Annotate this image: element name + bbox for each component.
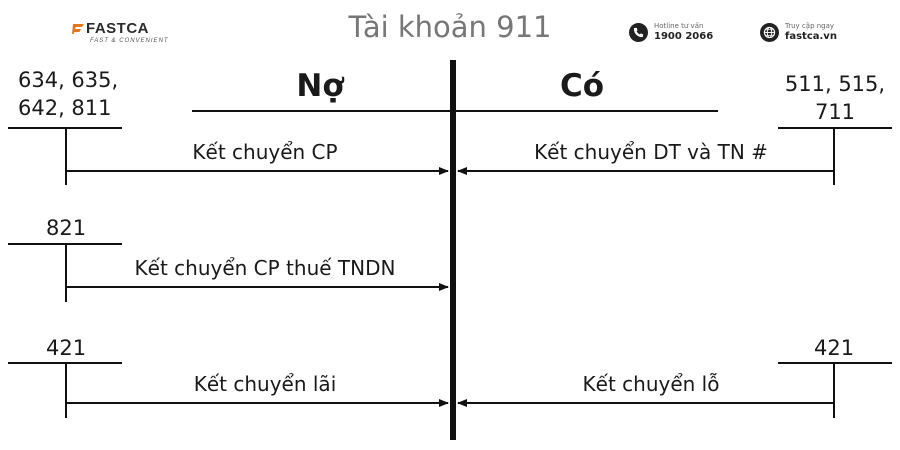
globe-icon [760, 23, 779, 42]
logo-tagline: FAST & CONVENIENT [90, 38, 169, 44]
left-account-1-line1: 634, 635, [18, 68, 119, 92]
cost-transfer-label: Kết chuyển CP [192, 140, 338, 164]
right-account-1-line2: 711 [814, 100, 856, 124]
left-account-3-label: 421 [46, 336, 87, 360]
hotline-number: 1900 2066 [654, 31, 714, 42]
tax-transfer-label: Kết chuyển CP thuế TNDN [134, 256, 396, 280]
website-contact[interactable]: Truy cập ngay fastca.vn [760, 22, 837, 43]
left-account-1-line2: 642, 811 [18, 96, 112, 120]
logo-mark-icon [72, 24, 84, 34]
website-label: Truy cập ngay [785, 22, 835, 30]
right-account-1-label: 511, 515, 711 [782, 70, 888, 126]
left-account-2-label: 821 [46, 216, 87, 240]
right-account-3-label: 421 [814, 336, 855, 360]
fastca-logo: FASTCA FAST & CONVENIENT [72, 20, 182, 50]
website-url: fastca.vn [785, 31, 837, 42]
right-account-1-line1: 511, 515, [784, 72, 886, 96]
hotline-contact[interactable]: Hotline tư vấn 1900 2066 [629, 22, 713, 43]
revenue-transfer-label: Kết chuyển DT và TN # [534, 140, 768, 164]
profit-transfer-label: Kết chuyển lãi [193, 372, 337, 396]
logo-name: FASTCA [86, 20, 149, 37]
hotline-label: Hotline tư vấn [654, 22, 704, 30]
page-title: Tài khoản 911 [348, 10, 552, 44]
debit-heading: Nợ [296, 68, 344, 104]
phone-icon [629, 23, 648, 42]
credit-heading: Có [559, 68, 605, 104]
loss-transfer-label: Kết chuyển lỗ [582, 372, 720, 396]
left-account-1-label: 634, 635, 642, 811 [18, 66, 118, 122]
